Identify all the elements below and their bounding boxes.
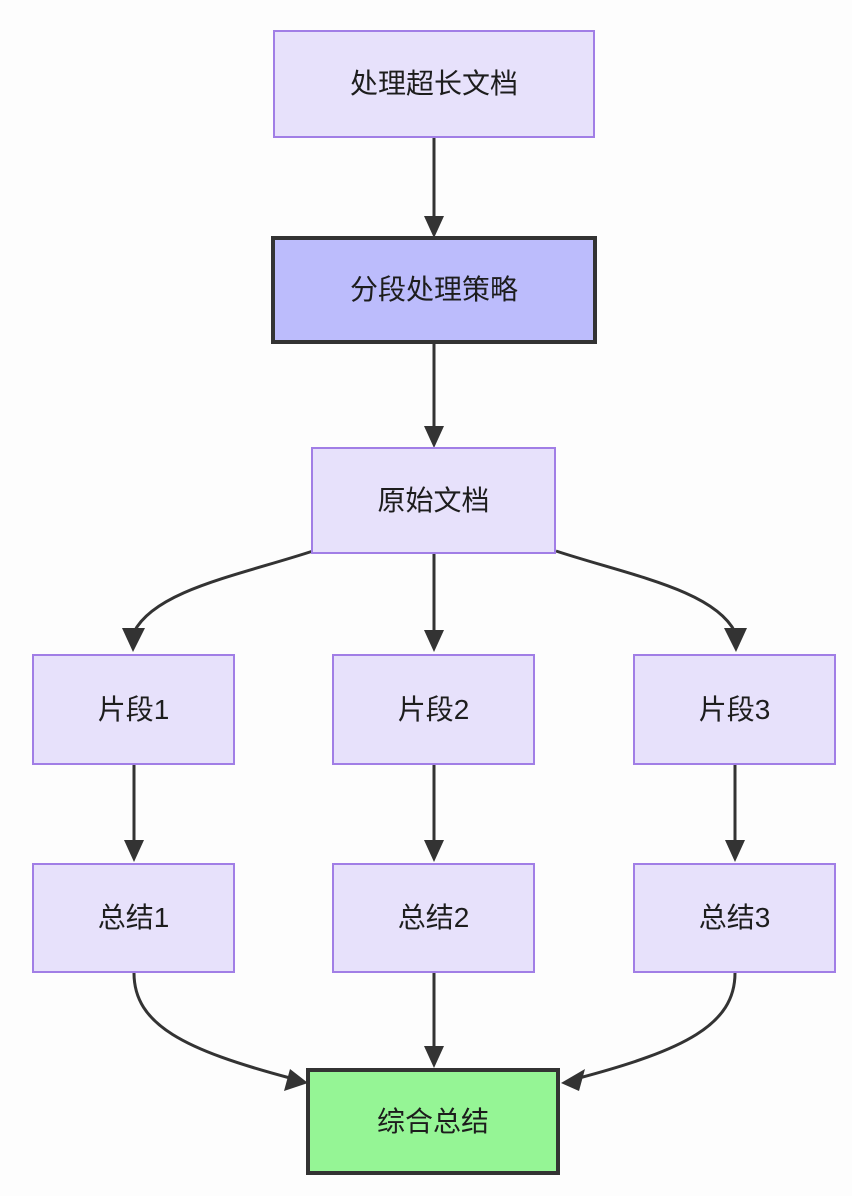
node-label: 原始文档 [377, 484, 490, 516]
node-process-long-document[interactable]: 处理超长文档 [273, 30, 595, 138]
node-label: 总结2 [397, 902, 470, 934]
node-label: 总结1 [97, 902, 170, 934]
node-chunk-2[interactable]: 片段2 [332, 654, 535, 765]
node-label: 总结3 [698, 902, 771, 934]
node-label: 综合总结 [376, 1105, 489, 1137]
node-summary-2[interactable]: 总结2 [332, 863, 535, 973]
node-summary-3[interactable]: 总结3 [633, 863, 836, 973]
edge-source-doc-to-chunk2 [424, 554, 444, 652]
edge-source-doc-to-chunk3 [555, 549, 747, 652]
node-label: 分段处理策略 [349, 274, 518, 306]
edge-chunk3-to-summary3 [725, 765, 745, 862]
node-label: 片段2 [397, 693, 470, 725]
node-summary-1[interactable]: 总结1 [32, 863, 235, 973]
node-chunk-3[interactable]: 片段3 [633, 654, 836, 765]
node-label: 片段1 [97, 693, 170, 725]
node-chunk-1[interactable]: 片段1 [32, 654, 235, 765]
node-label: 处理超长文档 [349, 68, 518, 100]
edge-source-doc-to-chunk1 [122, 549, 314, 652]
edge-summary2-to-final-summary [424, 973, 444, 1068]
edge-chunk2-to-summary2 [424, 765, 444, 862]
node-label: 片段3 [698, 693, 771, 725]
node-source-document[interactable]: 原始文档 [311, 447, 556, 554]
node-final-summary[interactable]: 综合总结 [306, 1068, 560, 1175]
edge-summary1-to-final-summary [132, 972, 308, 1091]
edge-doc-long-to-strategy [424, 138, 444, 238]
node-chunking-strategy[interactable]: 分段处理策略 [271, 236, 597, 344]
edge-chunk1-to-summary1 [124, 765, 144, 862]
edge-strategy-to-source-doc [424, 344, 444, 448]
edge-summary3-to-final-summary [561, 972, 737, 1091]
